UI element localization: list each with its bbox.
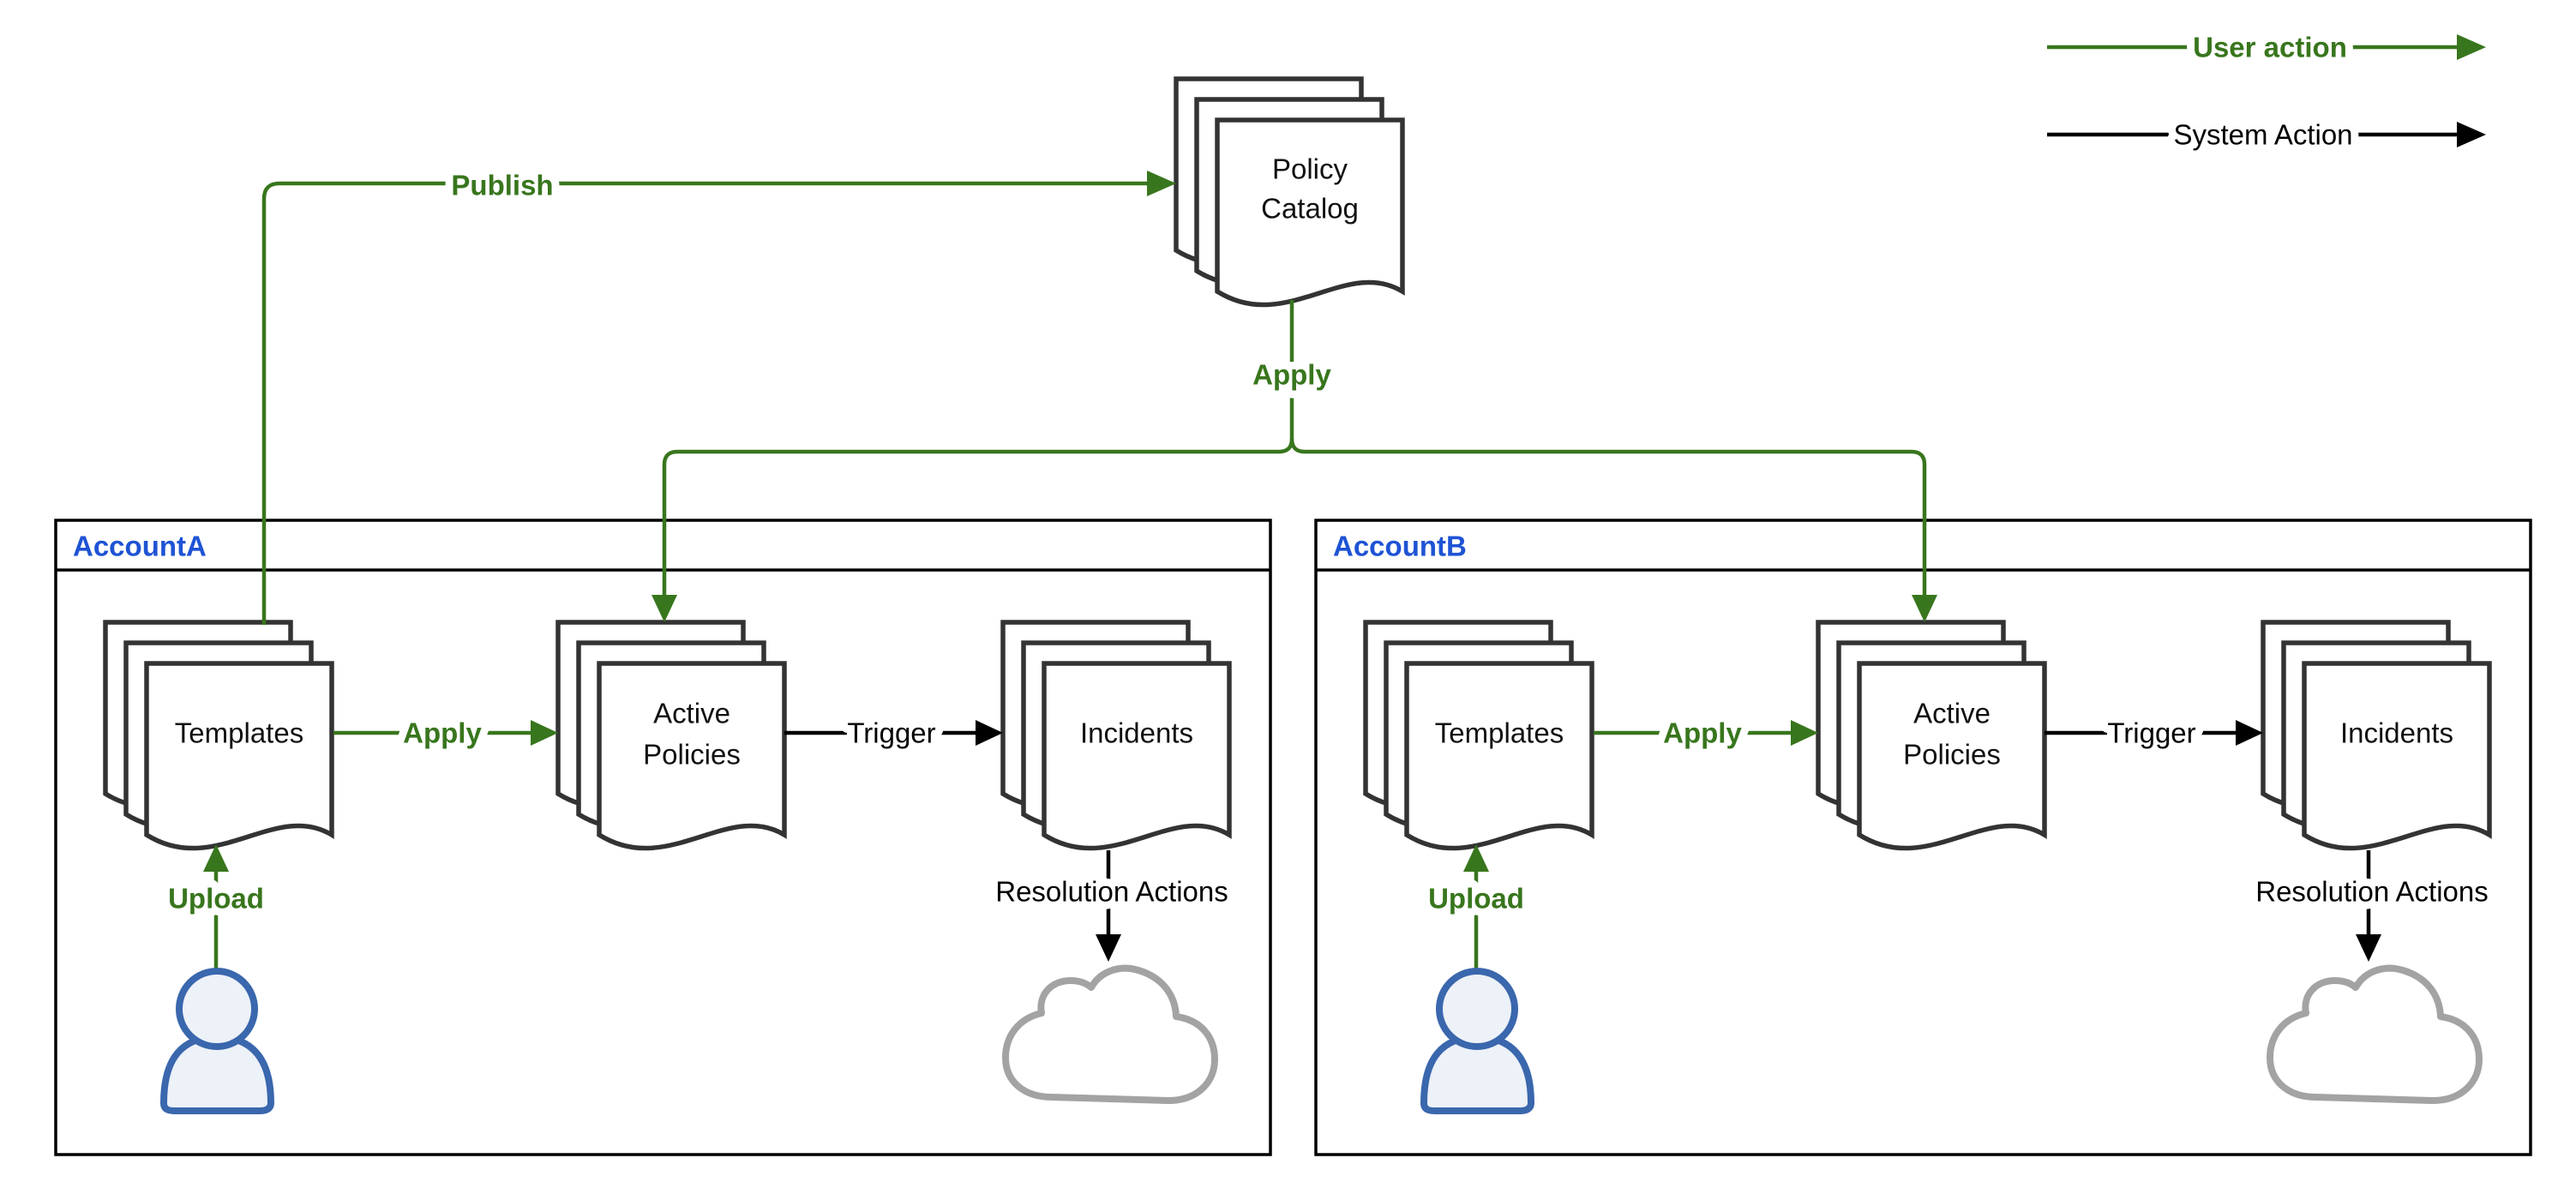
arrow-right-icon	[2236, 720, 2263, 746]
apply-arrow-b: Apply	[1594, 710, 1818, 757]
apply-label-b: Apply	[1663, 717, 1742, 749]
publish-label: Publish	[451, 170, 553, 201]
arrow-up-icon	[203, 844, 229, 872]
upload-label-a: Upload	[168, 883, 264, 915]
account-b-content: Templates Active Policies Incidents Appl…	[1366, 622, 2496, 1111]
incidents-label-a: Incidents	[1080, 717, 1193, 749]
policy-catalog-label-line2: Catalog	[1261, 193, 1359, 225]
upload-arrow-a: Upload	[160, 844, 272, 969]
person-icon	[1424, 971, 1531, 1111]
resolution-label-a: Resolution Actions	[995, 876, 1228, 908]
arrow-right-icon	[531, 720, 558, 746]
apply-branch-flow: Apply	[652, 300, 1937, 622]
system-action-arrow-icon	[2457, 122, 2486, 147]
apply-label-a: Apply	[403, 717, 482, 749]
arrow-right-icon	[1791, 720, 1818, 746]
legend-user-action: User action	[2047, 24, 2486, 71]
incidents-label-b: Incidents	[2340, 717, 2453, 749]
cloud-icon	[2270, 969, 2479, 1101]
apply-top-label: Apply	[1252, 359, 1331, 391]
resolution-arrow-a: Resolution Actions	[988, 850, 1236, 962]
policy-catalog-node: Policy Catalog	[1176, 79, 1402, 305]
account-a-title: AccountA	[73, 531, 207, 562]
account-a-content: Templates Active Policies Incidents Appl…	[105, 622, 1236, 1111]
cloud-icon	[1006, 969, 1215, 1101]
user-action-arrow-icon	[2457, 34, 2486, 60]
arrow-right-icon	[1147, 171, 1176, 196]
active-policies-label-b-line2: Policies	[1903, 739, 2001, 771]
arrow-right-icon	[976, 720, 1003, 746]
arrow-down-icon	[652, 595, 677, 622]
arrow-up-icon	[1463, 844, 1489, 872]
document-stack-icon	[1818, 622, 2045, 849]
active-policies-stack-a	[558, 622, 784, 849]
policy-catalog-label-line1: Policy	[1272, 153, 1348, 185]
legend-system-action: System Action	[2047, 111, 2486, 159]
document-stack-icon	[558, 622, 784, 849]
arrow-down-icon	[2356, 934, 2381, 962]
trigger-arrow-b: Trigger	[2045, 710, 2263, 757]
active-policies-label-a-line1: Active	[653, 698, 730, 729]
resolution-label-b: Resolution Actions	[2255, 876, 2489, 908]
active-policies-stack-b	[1818, 622, 2045, 849]
apply-arrow-a: Apply	[333, 710, 558, 757]
publish-flow: Publish	[261, 162, 1176, 625]
active-policies-label-b-line1: Active	[1913, 698, 1991, 729]
legend-system-action-label: System Action	[2173, 119, 2352, 151]
trigger-arrow-a: Trigger	[784, 710, 1003, 757]
trigger-label-a: Trigger	[847, 717, 935, 749]
legend-user-action-label: User action	[2193, 32, 2347, 63]
trigger-label-b: Trigger	[2107, 717, 2195, 749]
account-b-title: AccountB	[1333, 531, 1467, 562]
active-policies-label-a-line2: Policies	[643, 739, 741, 771]
resolution-arrow-b: Resolution Actions	[2248, 850, 2496, 962]
arrow-down-icon	[1096, 934, 1121, 962]
arrow-down-icon	[1912, 595, 1937, 622]
upload-label-b: Upload	[1428, 883, 1524, 915]
legend: User action System Action	[2047, 24, 2486, 159]
templates-label-a: Templates	[175, 717, 303, 749]
person-icon	[164, 971, 271, 1111]
upload-arrow-b: Upload	[1420, 844, 1532, 969]
templates-label-b: Templates	[1435, 717, 1564, 749]
